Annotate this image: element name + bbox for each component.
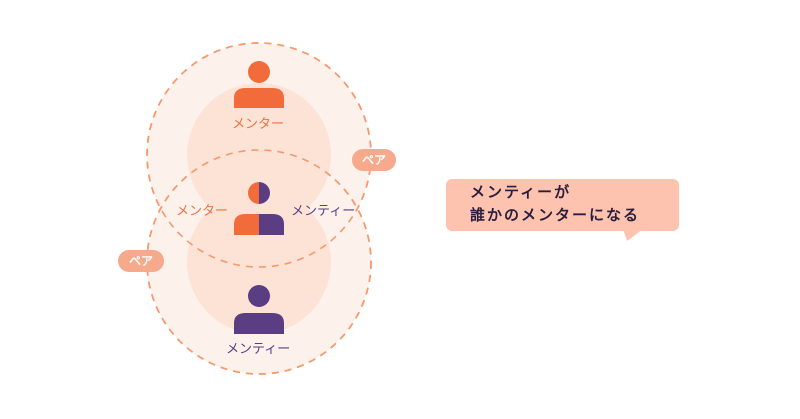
speech-bubble-line-2: 誰かのメンターになる <box>470 206 641 224</box>
pair-badge-bottom: ペア <box>118 250 164 272</box>
speech-bubble-line-1: メンティーが <box>470 183 572 201</box>
lower-inner-circle <box>187 190 331 334</box>
middle-mentor-label: メンター <box>176 204 229 219</box>
middle-mentee-label: メンティー <box>291 204 356 219</box>
pair-badge-top: ペア <box>352 149 396 171</box>
mentor-person-icon <box>234 61 284 108</box>
upper-inner-circle <box>187 83 331 227</box>
mentor-mentee-person-icon <box>234 182 284 235</box>
bottom-mentee-label: メンティー <box>226 342 291 357</box>
top-mentor-label: メンター <box>232 117 285 132</box>
speech-bubble <box>446 179 679 231</box>
mentee-person-icon <box>234 285 284 334</box>
